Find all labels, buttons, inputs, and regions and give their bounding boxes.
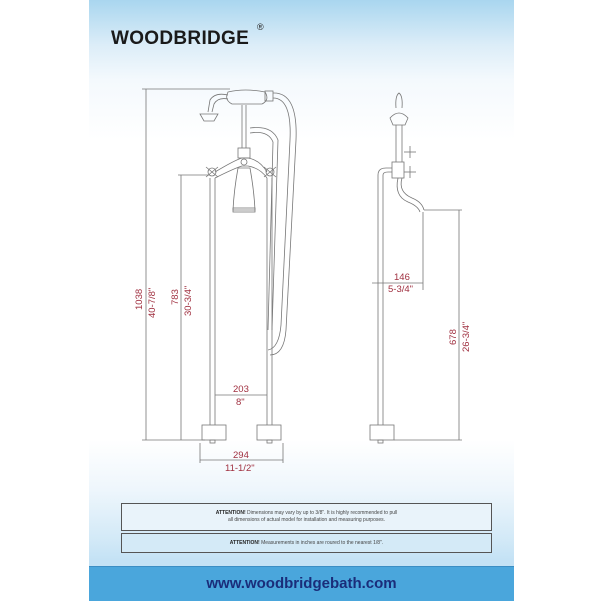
note-text-line2: all dimensions of actual model for insta…	[227, 517, 386, 523]
dim-total-height-in: 40-7/8"	[147, 288, 158, 318]
note-label: ATTENTION!	[215, 510, 246, 516]
note-text-line1: Measurements in inches are roured to the…	[261, 540, 384, 546]
spec-sheet	[89, 0, 514, 600]
note-label: ATTENTION!	[229, 540, 260, 546]
note-text-line1: Dimensions may vary by up to 3/8". It is…	[247, 510, 398, 516]
dim-total-height-mm: 1038	[134, 289, 145, 310]
front-view-drawing	[142, 88, 297, 463]
registered-mark: ®	[257, 22, 264, 32]
dim-leg-spacing-in: 8"	[236, 397, 245, 408]
dimension-labels: 1038 40-7/8" 783 30-3/4" 203 8" 294 11-1…	[134, 272, 472, 474]
side-view-drawing	[369, 92, 462, 444]
attention-note-tolerance: ATTENTION! Dimensions may vary by up to …	[121, 503, 492, 531]
footer-bar: www.woodbridgebath.com	[89, 566, 514, 601]
attention-note-rounding: ATTENTION! Measurements in inches are ro…	[121, 533, 492, 553]
dim-spout-height-mm: 678	[448, 329, 459, 345]
website-link[interactable]: www.woodbridgebath.com	[206, 575, 397, 592]
brand-logo: WOODBRIDGE	[111, 28, 250, 49]
dim-handle-height-in: 30-3/4"	[183, 286, 194, 316]
dim-base-width-in: 11-1/2"	[225, 463, 255, 474]
dim-spout-reach-in: 5-3/4"	[388, 284, 413, 295]
dim-handle-height-mm: 783	[170, 289, 181, 305]
dim-spout-reach-mm: 146	[394, 272, 410, 283]
dim-leg-spacing-mm: 203	[233, 384, 249, 395]
dim-spout-height-in: 26-3/4"	[461, 322, 472, 352]
dim-base-width-mm: 294	[233, 450, 249, 461]
